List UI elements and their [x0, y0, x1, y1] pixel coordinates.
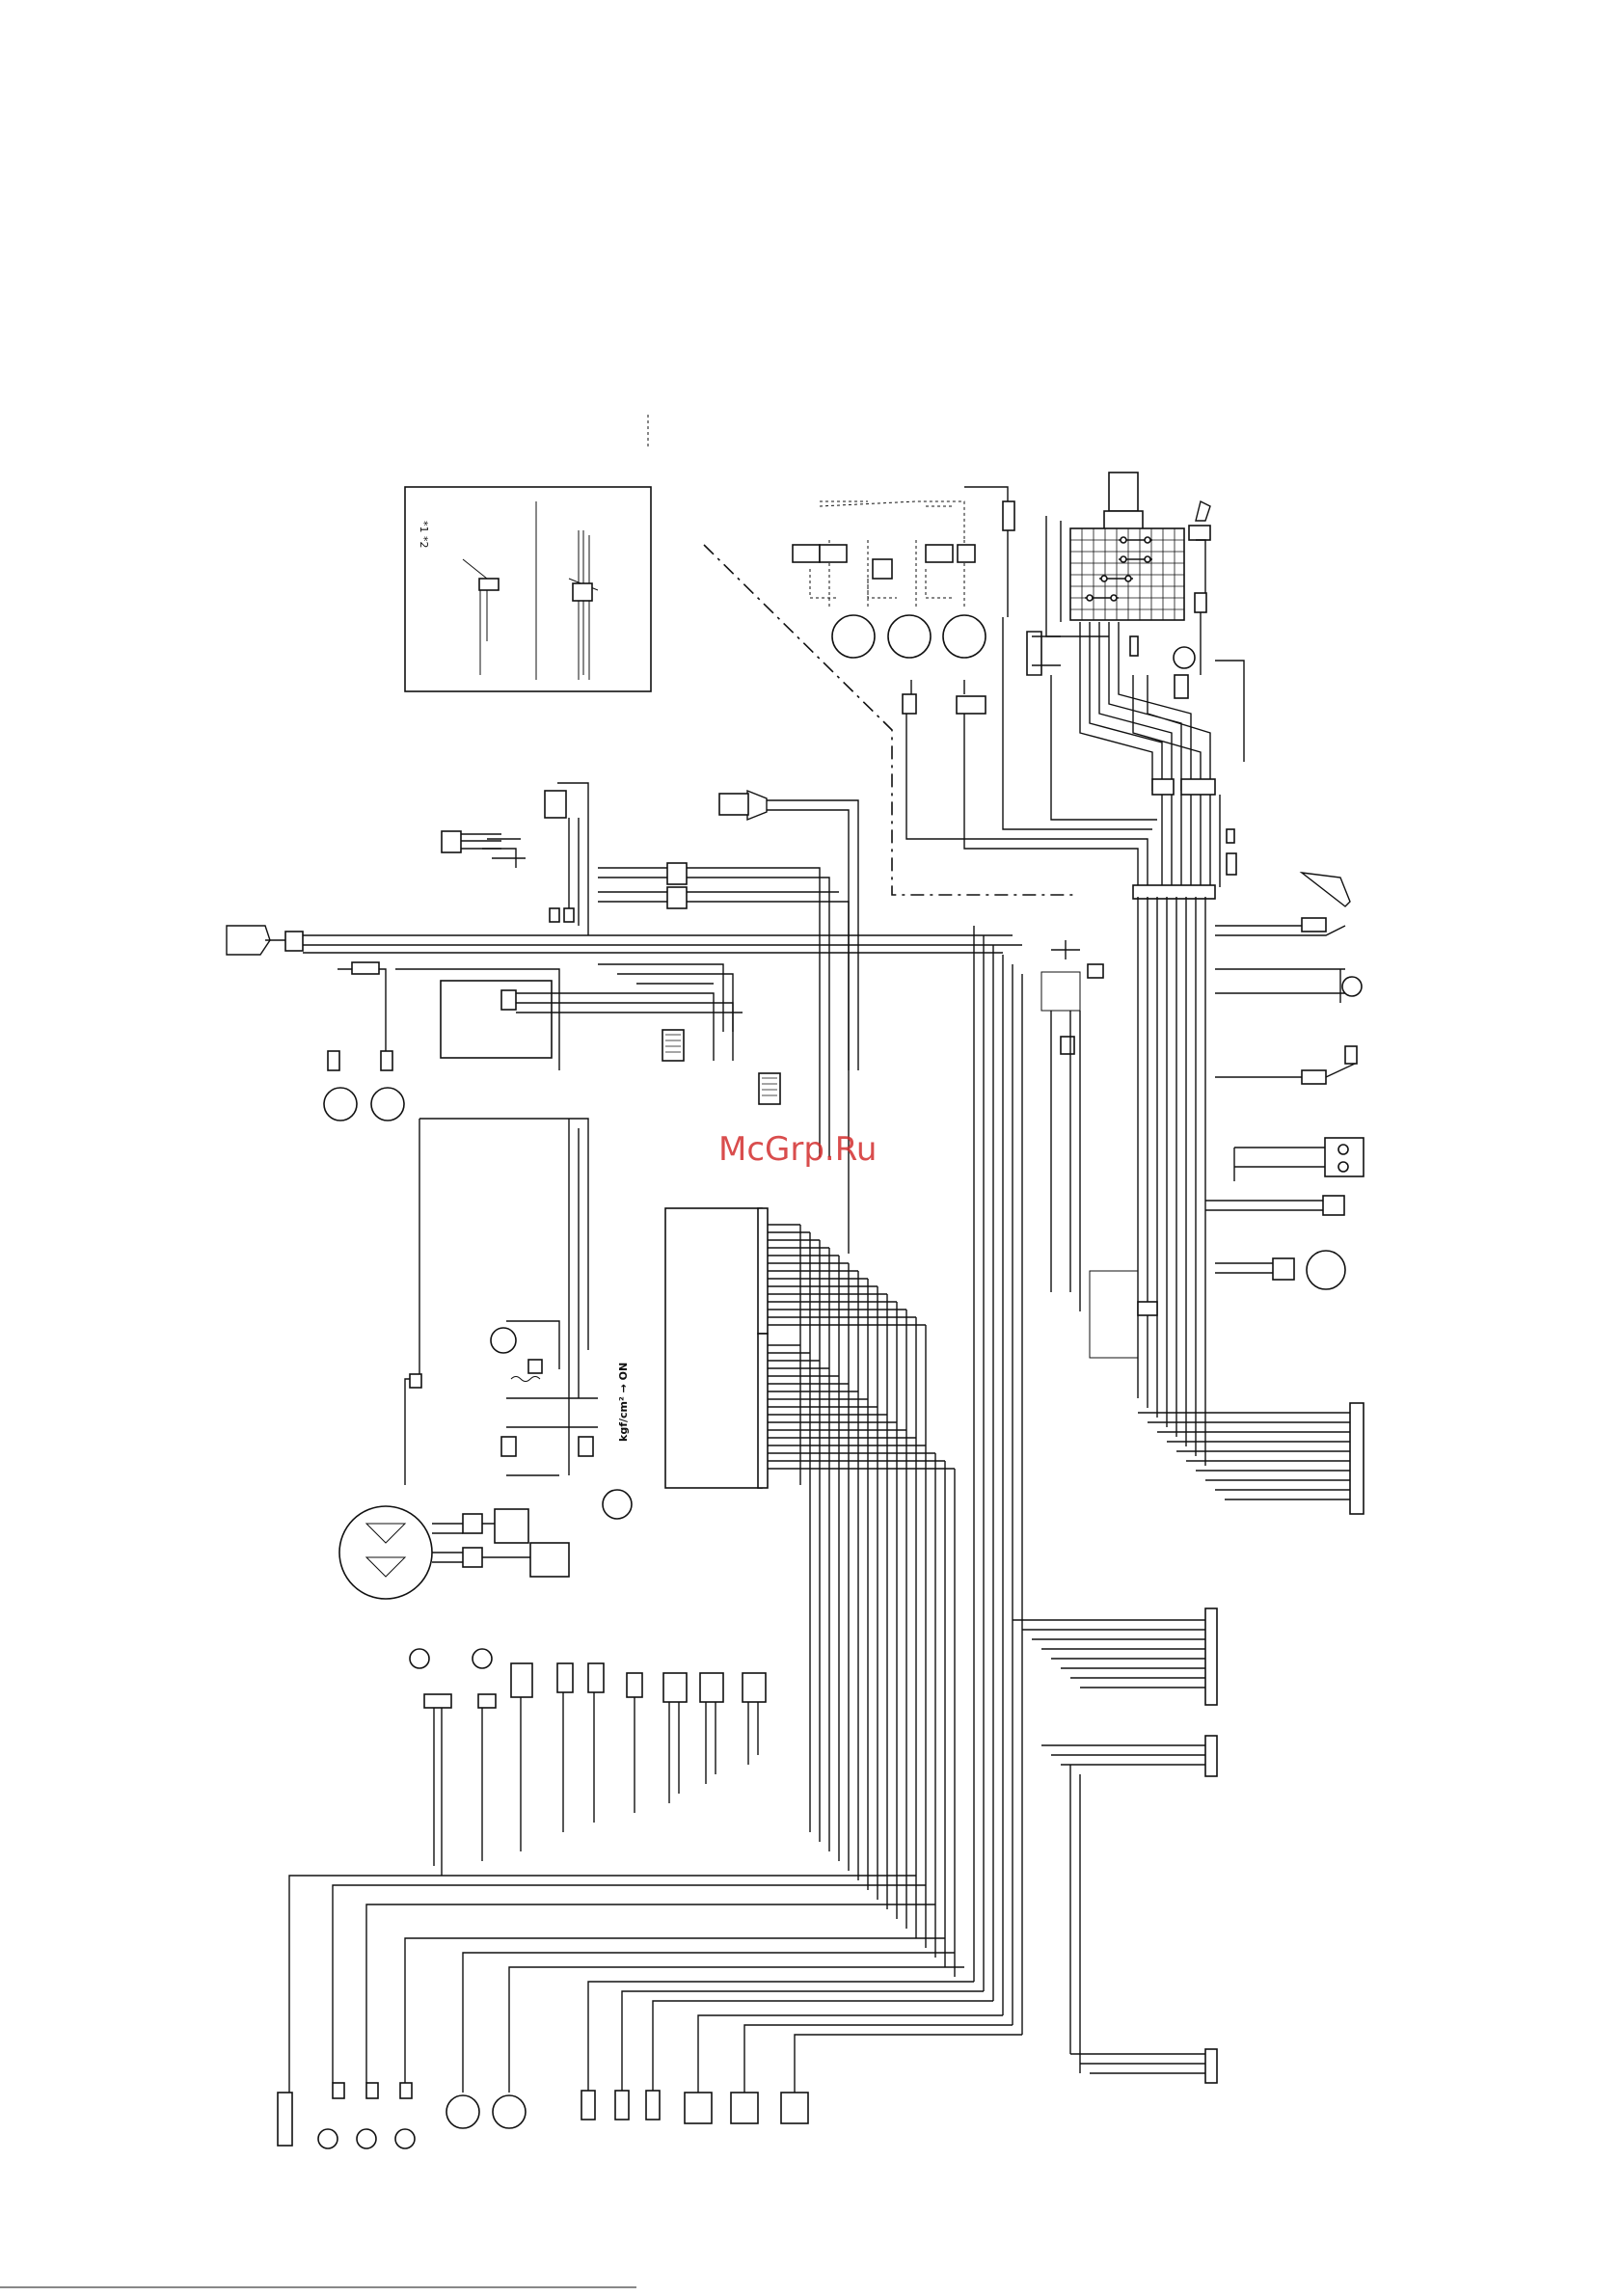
sensor-icon	[685, 2093, 712, 2123]
lamp-icon	[227, 926, 270, 955]
sensor-icon	[731, 2093, 758, 2123]
motor-icon	[491, 1328, 516, 1353]
generator-cluster	[339, 1119, 598, 1599]
sensor-icon	[395, 2129, 415, 2148]
sensor-row	[410, 1649, 766, 1876]
ignition-key-icon	[1109, 473, 1138, 511]
sensor-icon	[473, 1649, 492, 1668]
meter-cluster	[793, 487, 1014, 714]
fuse-box-icon	[545, 791, 566, 818]
sensor-icon	[743, 1673, 766, 1702]
gauge-icon	[943, 615, 986, 658]
sensor-icon	[663, 1673, 687, 1702]
connector-icon	[1133, 885, 1215, 899]
sensor-icon	[410, 1649, 429, 1668]
connector-icon	[1152, 779, 1174, 795]
switch-icon	[1196, 501, 1210, 521]
fuse-box-icon	[1070, 528, 1184, 620]
sensor-icon	[781, 2093, 808, 2123]
left-upper-components	[227, 783, 1022, 1121]
lamp-icon	[493, 2095, 526, 2128]
lamp-icon	[324, 1088, 357, 1121]
relay-icon	[482, 839, 526, 868]
relay-icon	[747, 791, 767, 820]
pressure-label: kgf/cm² → ON	[617, 1363, 630, 1442]
ecu: kgf/cm² → ON	[603, 1208, 955, 1519]
connector-icon	[1181, 779, 1215, 795]
inset-detail: *1 *2	[405, 415, 651, 691]
watermark: McGrp.Ru	[718, 1130, 877, 1169]
inset-label: *1 *2	[418, 521, 430, 549]
connector-icon	[1205, 1608, 1217, 1705]
lamp-icon	[371, 1088, 404, 1121]
right-components	[1041, 873, 1364, 1311]
switch-icon	[352, 962, 379, 974]
lamp-icon	[446, 2095, 479, 2128]
relay-group	[598, 863, 849, 1254]
gauge-icon	[832, 615, 875, 658]
connector-icon	[1205, 2049, 1217, 2083]
boundary-line	[704, 545, 1075, 895]
sensor-icon	[318, 2129, 338, 2148]
gauge-icon	[888, 615, 931, 658]
lamp-icon	[1174, 647, 1195, 668]
connector-icon	[1350, 1403, 1364, 1514]
gauge-icon	[603, 1490, 632, 1519]
relay-icon	[501, 990, 516, 1010]
sensor-icon	[278, 2093, 292, 2146]
generator-icon	[339, 1506, 432, 1599]
sensor-icon	[357, 2129, 376, 2148]
bottom-components	[278, 1876, 1022, 2148]
connector-icon	[1205, 1736, 1217, 1776]
horn-icon	[1307, 1251, 1345, 1289]
sensor-icon	[1302, 873, 1350, 906]
sensor-icon	[700, 1673, 723, 1702]
